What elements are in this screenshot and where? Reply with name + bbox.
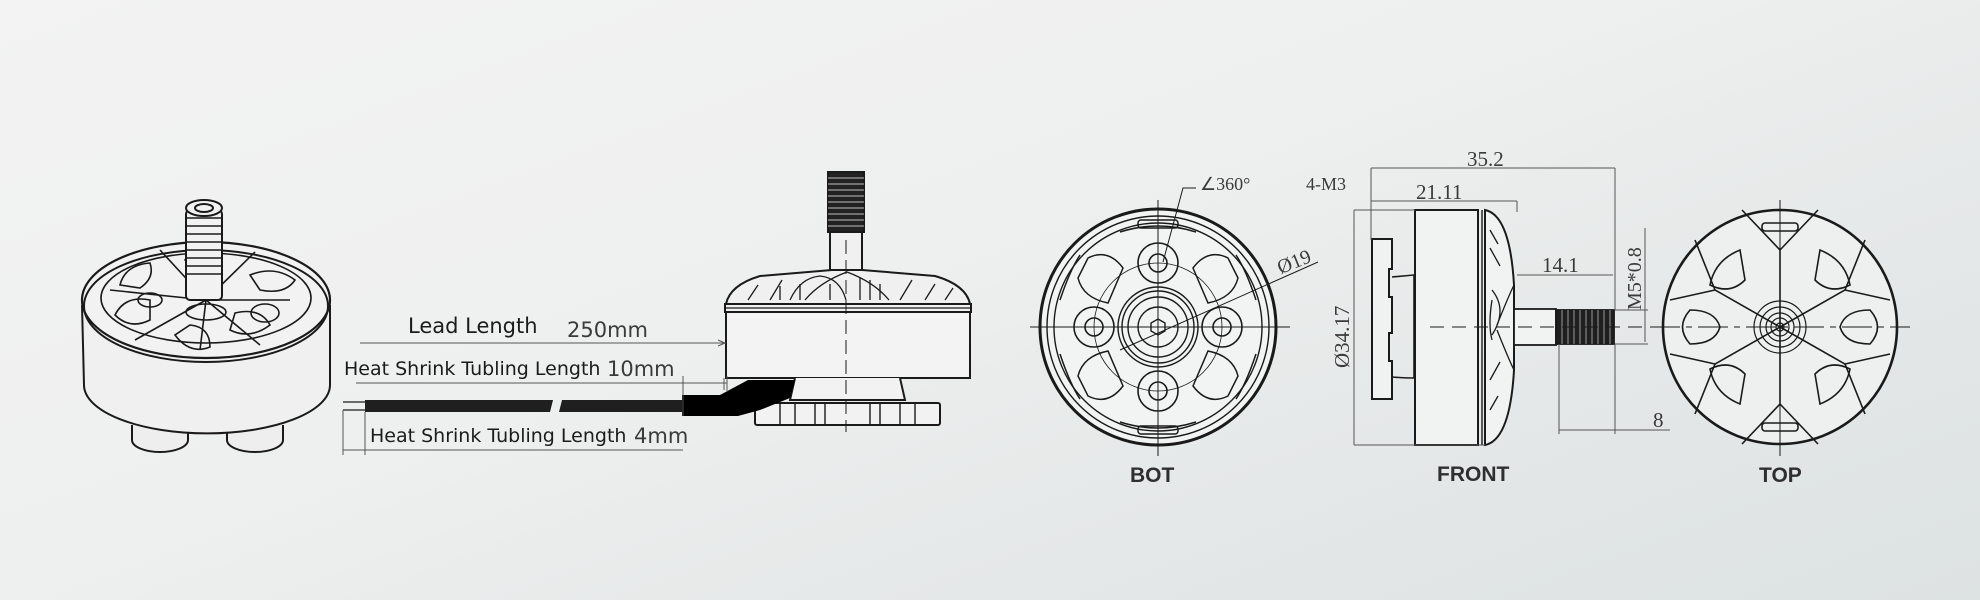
top-view (1650, 200, 1910, 456)
front-view (1371, 208, 1648, 447)
lead-labels: Lead Length 250mm Heat Shrink Tubling Le… (344, 314, 688, 448)
lead-dimension-lines (342, 339, 728, 455)
heat-shrink-4-label: Heat Shrink Tubling Length (370, 425, 626, 447)
angle-note: ∠360° (1200, 174, 1250, 194)
mount-note: 4-M3 (1306, 174, 1346, 194)
heat-shrink-10-value: 10mm (607, 357, 675, 381)
thread-dimension: M5*0.8 (1624, 247, 1646, 310)
front-diameter-dimension: Ø34.17 (1330, 306, 1354, 368)
front-view-label: FRONT (1437, 463, 1509, 486)
heat-shrink-10-label: Heat Shrink Tubling Length (344, 358, 600, 380)
bot-view-label: BOT (1130, 464, 1175, 487)
side-view-motor (724, 171, 972, 432)
bottom-view (1030, 187, 1319, 456)
lead-length-value: 250mm (567, 318, 648, 342)
thread-length-dimension: 8 (1653, 408, 1664, 432)
lead-wire (343, 380, 795, 416)
body-length-dimension: 21.11 (1416, 180, 1462, 204)
top-view-label: TOP (1759, 464, 1802, 487)
shaft-length-dimension: 14.1 (1542, 253, 1579, 277)
lead-length-label: Lead Length (408, 314, 538, 338)
heat-shrink-4-value: 4mm (634, 424, 688, 448)
overall-length-dimension: 35.2 (1467, 147, 1504, 171)
isometric-motor-illustration (80, 199, 332, 453)
bot-diameter-dimension: Ø19 (1274, 246, 1314, 279)
front-view-dimension-lines (1353, 167, 1670, 446)
